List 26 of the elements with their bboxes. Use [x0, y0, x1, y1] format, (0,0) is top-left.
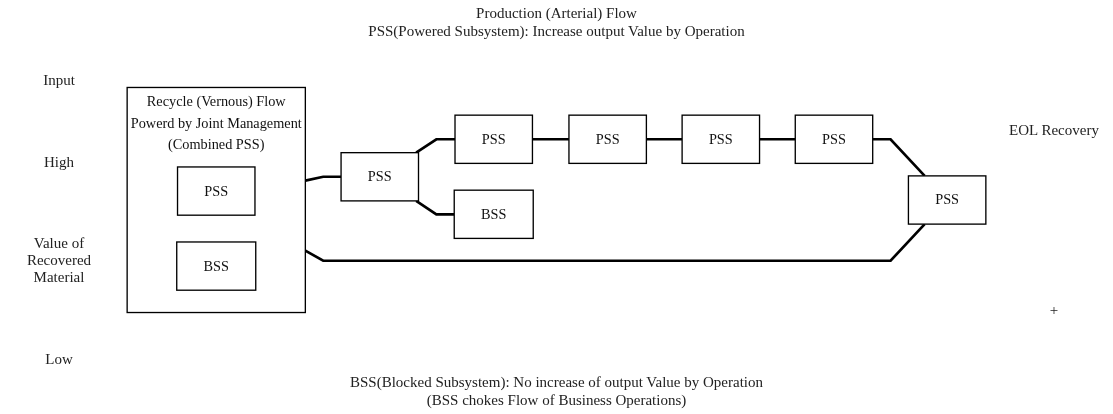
note: (BSS chokes Flow of Business Operations): [425, 392, 688, 409]
node-box: PSS: [454, 114, 534, 165]
side-label: EOL Recovery: [1009, 121, 1099, 139]
axis-title: Value of Recovered Material: [25, 235, 93, 287]
connector: [305, 175, 342, 182]
connector: [532, 137, 569, 141]
connector: [759, 137, 796, 141]
node-box: PSS: [340, 152, 420, 202]
connector: [415, 137, 455, 154]
connector: [415, 199, 455, 216]
flow-title: Production (Arterial) Flow: [475, 5, 638, 22]
scale-label: High: [44, 153, 74, 171]
connector: [872, 137, 926, 177]
node-box: PSS: [681, 114, 761, 165]
plus-sign: +: [1049, 301, 1059, 319]
side-label: Input: [43, 72, 75, 90]
node-box: BSS: [453, 189, 534, 240]
note: PSS(Powered Subsystem): Increase output Value by Operation: [367, 23, 746, 40]
node-box: BSS: [176, 241, 257, 291]
connector: [646, 137, 683, 141]
node-box: PSS: [907, 175, 987, 225]
node-box: PSS: [794, 114, 874, 165]
node-box: PSS: [568, 114, 648, 165]
node-box: PSS: [176, 166, 256, 216]
scale-label: Low: [45, 350, 73, 368]
note: BSS(Blocked Subsystem): No increase of output Value by Operation: [349, 374, 764, 391]
